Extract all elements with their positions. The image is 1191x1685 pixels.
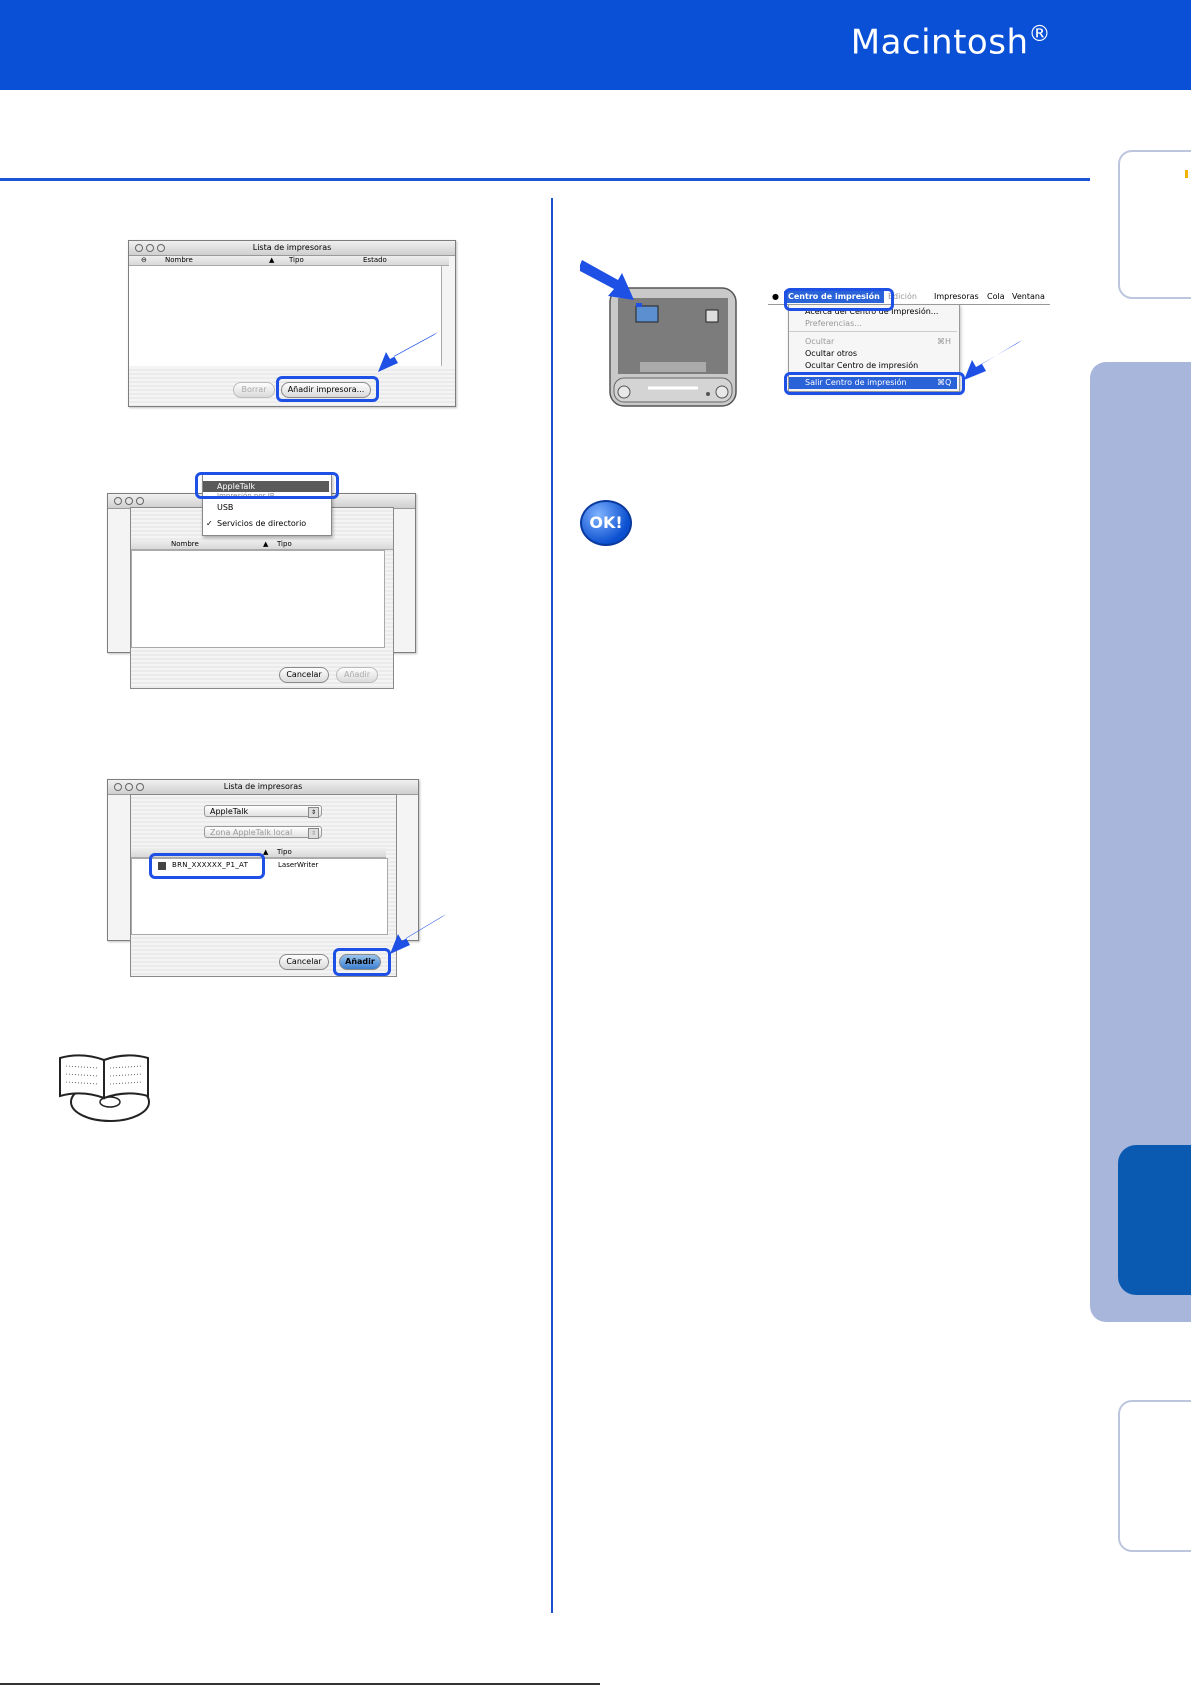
apple-menu-icon[interactable]: ● [772, 292, 779, 301]
mac-desktop-illustration [580, 260, 737, 407]
menu-item-usb[interactable]: USB [217, 503, 234, 512]
cancel-button[interactable]: Cancelar [279, 667, 329, 683]
sort-arrow-icon: ▲ [269, 256, 275, 264]
sort-arrow-icon: ▲ [263, 540, 269, 548]
printer-type: LaserWriter [278, 861, 319, 869]
printer-list[interactable] [129, 266, 442, 366]
printer-list-window: Lista de impresoras ⊖ Nombre ▲ Tipo Esta… [128, 240, 456, 407]
menu-bar: ● Centro de impresión Edición Impresoras… [768, 290, 1050, 305]
column-header-type[interactable]: Tipo [277, 540, 292, 548]
list-header: Nombre ▲ Tipo [131, 540, 393, 550]
menu-item-salir[interactable]: Salir Centro de impresión ⌘Q [789, 377, 957, 389]
side-tab-1 [1118, 150, 1191, 299]
menu-edicion[interactable]: Edición [888, 292, 917, 301]
printer-list[interactable] [131, 550, 385, 648]
connection-menu: AppleTalk Impresión por IP USB ✓ Servici… [202, 474, 332, 536]
menu-cola[interactable]: Cola [987, 292, 1005, 301]
menu-centro-impresion[interactable]: Centro de impresión [784, 291, 884, 303]
menu-item-acerca[interactable]: Acerca del Centro de Impresión... [805, 307, 939, 316]
add-button[interactable]: Añadir [336, 667, 378, 683]
printer-icon [158, 862, 166, 870]
menu-item-salir-label: Salir Centro de impresión [805, 378, 907, 387]
highlight-menu-title [784, 288, 894, 311]
cancel-button[interactable]: Cancelar [279, 954, 329, 970]
column-header[interactable]: ⊖ [141, 256, 147, 264]
delete-button[interactable]: Borrar [233, 382, 275, 398]
tab-marker [1185, 170, 1188, 178]
menu-item-preferencias[interactable]: Preferencias... [805, 319, 862, 328]
menu-impresoras[interactable]: Impresoras [934, 292, 979, 301]
side-tab-3 [1118, 1400, 1191, 1552]
ok-badge-text: OK! [589, 513, 623, 532]
menu-item-appletalk[interactable]: AppleTalk [203, 481, 329, 492]
window-title: Lista de impresoras [223, 782, 303, 791]
zone-select[interactable]: Zona AppleTalk local⇕ [204, 826, 322, 839]
window-titlebar: Lista de impresoras [129, 241, 455, 256]
side-tab-active [1118, 1145, 1191, 1295]
window-titlebar: Lista de impresoras [108, 780, 418, 795]
menu-item-ocultar-centro[interactable]: Ocultar Centro de impresión [805, 361, 919, 370]
column-header-status[interactable]: Estado [363, 256, 387, 264]
menu-ventana[interactable]: Ventana [1012, 292, 1045, 301]
pointer-arrow-icon [390, 914, 446, 954]
column-header-name[interactable]: Nombre [171, 540, 199, 548]
bottom-rule [0, 1683, 600, 1685]
menu-separator [789, 331, 957, 332]
column-divider [551, 198, 553, 1613]
shortcut-hide: ⌘H [937, 337, 952, 346]
highlight-printer [149, 853, 265, 879]
menu-item-ip[interactable]: Impresión por IP [217, 492, 275, 498]
add-printer-button[interactable]: Añadir impresora... [281, 382, 371, 398]
menu-item-directory-services[interactable]: Servicios de directorio [217, 519, 307, 528]
dropdown-menu: Acerca del Centro de Impresión... Prefer… [788, 304, 960, 392]
window-title: Lista de impresoras [252, 243, 332, 252]
book-cd-icon [59, 1054, 150, 1122]
sort-arrow-icon: ▲ [263, 848, 269, 856]
window-buttons[interactable] [135, 243, 168, 257]
pointer-arrow-icon [964, 340, 1022, 380]
checkmark-icon: ✓ [206, 519, 213, 528]
menu-item-ocultar-otros[interactable]: Ocultar otros [805, 349, 858, 358]
add-printer-sheet: Nombre ▲ Tipo Cancelar Añadir [130, 507, 394, 689]
highlight-add-button [333, 948, 391, 976]
menu-item-ocultar[interactable]: Ocultar [805, 337, 835, 346]
shortcut-quit: ⌘Q [937, 378, 952, 387]
highlight-appletalk [195, 472, 339, 499]
printer-list[interactable]: BRN_XXXXXX_P1_AT LaserWriter [131, 858, 388, 935]
list-header: ⊖ Nombre ▲ Tipo Estado [129, 256, 449, 266]
add-button[interactable]: Añadir [339, 954, 381, 970]
highlight-add-printer [276, 376, 379, 402]
pointer-arrow-icon [378, 332, 438, 372]
ok-badge: OK! [580, 500, 632, 546]
window-buttons[interactable] [114, 496, 147, 510]
highlight-quit [784, 372, 965, 395]
connection-select[interactable]: AppleTalk⇕ [204, 805, 322, 818]
header-bar: Macintosh® [0, 0, 1191, 90]
printer-name[interactable]: BRN_XXXXXX_P1_AT [172, 861, 249, 869]
page-title: Macintosh® [850, 22, 1051, 63]
column-header-type[interactable]: Tipo [289, 256, 304, 264]
column-header-type[interactable]: Tipo [277, 848, 292, 856]
column-header-name[interactable]: Nombre [165, 256, 193, 264]
top-rule [0, 178, 1090, 181]
window-buttons[interactable] [114, 782, 147, 796]
